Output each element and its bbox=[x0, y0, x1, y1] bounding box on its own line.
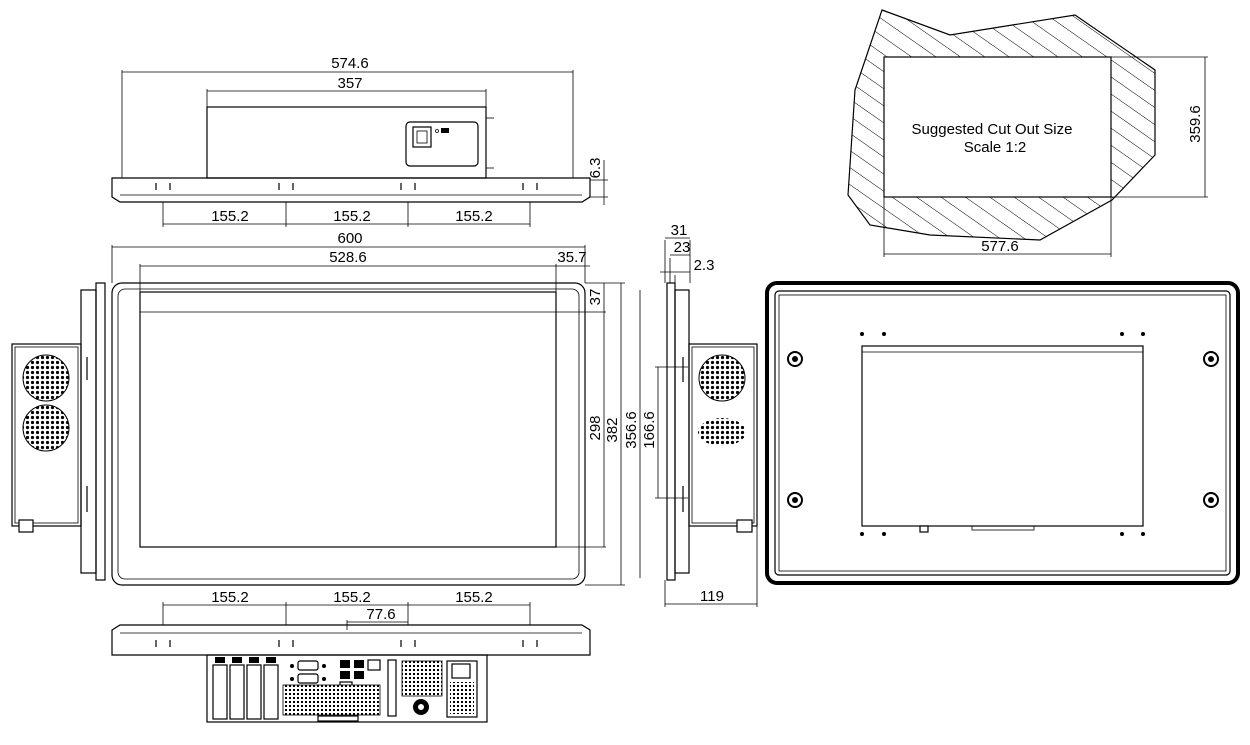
power-switch-panel bbox=[405, 121, 479, 167]
io-ports bbox=[290, 659, 381, 691]
cutout-view: Suggested Cut Out Size Scale 1:2 577.6 3… bbox=[847, 9, 1208, 257]
dim-front-h2: 356.6 bbox=[623, 411, 640, 449]
rear-box bbox=[861, 345, 1144, 527]
dim-bottom-pitch-1: 155.2 bbox=[211, 589, 249, 606]
io-vent-left bbox=[282, 684, 381, 716]
dim-front-top: 37 bbox=[587, 289, 604, 306]
dim-front-right: 35.7 bbox=[557, 249, 586, 266]
top-view-box bbox=[206, 106, 487, 179]
dim-side-23: 23 bbox=[674, 239, 691, 256]
rear-bosses bbox=[787, 351, 1219, 508]
io-panel bbox=[206, 654, 488, 723]
dim-bottom-pitch-3: 155.2 bbox=[455, 589, 493, 606]
cutout-opening bbox=[883, 56, 1112, 198]
io-vent-center bbox=[401, 660, 443, 697]
bottom-flange bbox=[111, 624, 591, 656]
front-bezel bbox=[111, 282, 586, 586]
rear-view bbox=[765, 281, 1240, 585]
dim-top-pitch-1: 155.2 bbox=[211, 208, 249, 225]
dim-top-box: 357 bbox=[337, 75, 362, 92]
left-side-view bbox=[11, 282, 106, 581]
fan-grill-upper bbox=[22, 354, 70, 402]
dim-side-2-3: 2.3 bbox=[694, 257, 715, 274]
cutout-label-line2: Scale 1:2 bbox=[964, 139, 1027, 156]
dim-front-width: 600 bbox=[337, 230, 362, 247]
dim-cutout-width: 577.6 bbox=[981, 238, 1019, 255]
top-view: 574.6 357 6.3 155.2 155.2 155.2 bbox=[111, 55, 608, 227]
dim-bottom-pitch-2: 155.2 bbox=[333, 589, 371, 606]
io-vent-right bbox=[450, 682, 474, 714]
dim-cutout-height: 359.6 bbox=[1187, 105, 1204, 143]
dim-side-31: 31 bbox=[671, 222, 688, 239]
dim-front-active: 528.6 bbox=[329, 249, 367, 266]
bottom-slot-marks bbox=[155, 640, 538, 647]
expansion-slots bbox=[212, 657, 279, 720]
dim-side-166: 166.6 bbox=[641, 411, 658, 449]
side-vent-grill bbox=[698, 418, 746, 446]
dim-top-pitch-3: 155.2 bbox=[455, 208, 493, 225]
dim-top-flange: 6.3 bbox=[587, 158, 604, 179]
cutout-label-line1: Suggested Cut Out Size bbox=[912, 121, 1073, 138]
fan-grill-lower bbox=[22, 404, 70, 452]
side-fan-grill bbox=[698, 354, 746, 402]
bottom-view: 155.2 155.2 155.2 77.6 bbox=[111, 589, 591, 723]
power-switch-icon bbox=[412, 126, 432, 148]
dim-top-overall: 574.6 bbox=[331, 55, 369, 72]
dim-bottom-half: 77.6 bbox=[366, 606, 395, 623]
rear-screw-marks bbox=[860, 332, 1145, 536]
dim-top-pitch-2: 155.2 bbox=[333, 208, 371, 225]
right-side-view: 31 23 2.3 166.6 119 bbox=[641, 222, 758, 607]
front-view: 600 528.6 35.7 37 298 382 356.6 bbox=[111, 230, 641, 586]
top-slot-marks bbox=[155, 183, 538, 190]
dim-front-h1: 382 bbox=[604, 417, 621, 442]
front-active-area bbox=[139, 291, 557, 548]
top-view-flange bbox=[111, 177, 591, 203]
left-side-box bbox=[11, 343, 82, 527]
rear-frame-outer bbox=[765, 281, 1240, 585]
dim-front-active-h: 298 bbox=[587, 415, 604, 440]
dim-side-depth: 119 bbox=[700, 588, 724, 605]
right-side-box bbox=[688, 343, 758, 527]
